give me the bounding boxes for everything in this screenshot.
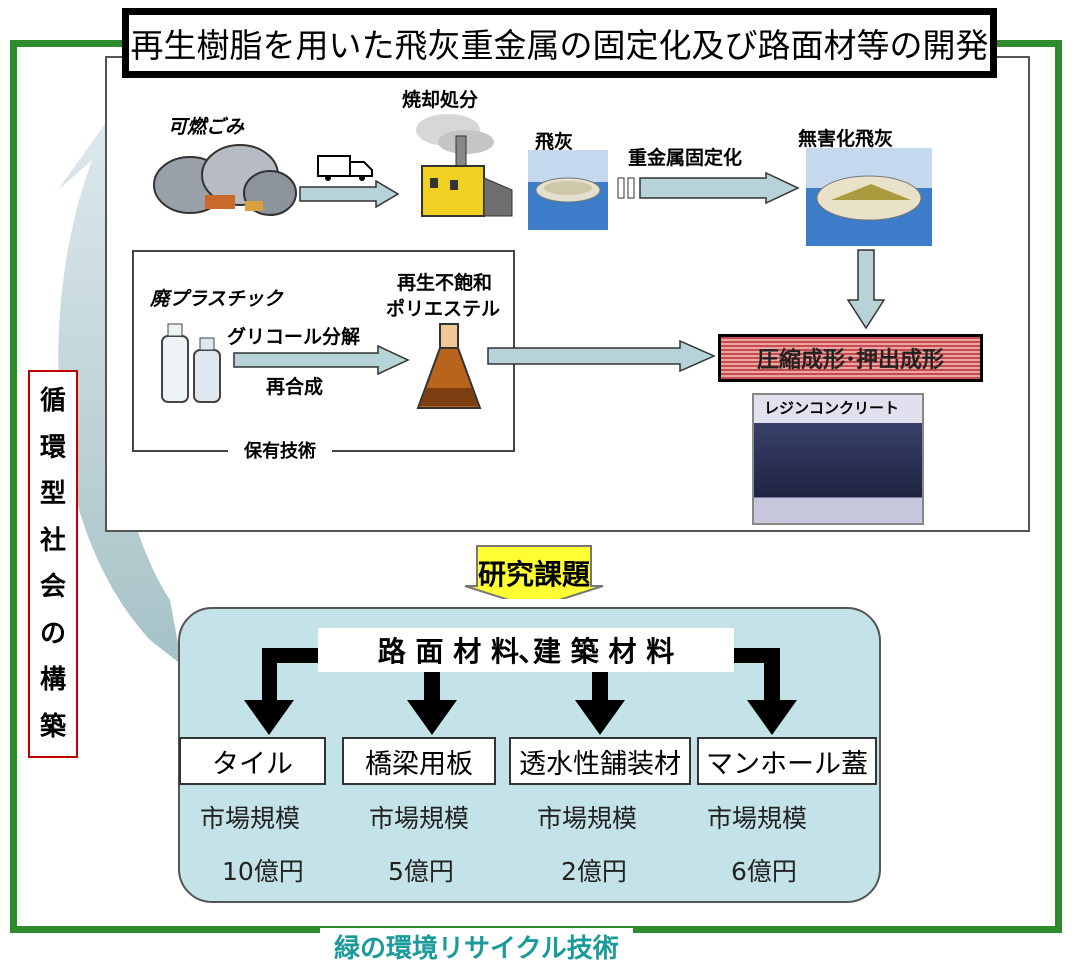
fly-ash-label: 飛灰 xyxy=(535,131,574,153)
research-arrow-icon xyxy=(464,545,604,599)
side-char: 構 xyxy=(39,665,66,696)
incineration-label: 焼却処分 xyxy=(402,89,479,111)
fly-ash-dish-icon xyxy=(528,150,608,230)
resin-concrete-photo xyxy=(752,393,924,525)
detoxified-ash-dish-icon xyxy=(806,148,932,246)
arrow-to-detoxified-icon xyxy=(617,172,800,204)
market-value-paving: 2億円 xyxy=(561,857,627,886)
side-char: の xyxy=(39,618,66,649)
arrow-to-molding-icon xyxy=(487,340,716,372)
arrow-to-polyester-icon xyxy=(233,345,410,375)
fixation-label: 重金属固定化 xyxy=(628,147,743,169)
market-value-bridge: 5億円 xyxy=(388,857,454,886)
market-value-manhole: 6億円 xyxy=(731,857,797,886)
truck-icon xyxy=(317,155,373,181)
molding-box: 圧縮成形･押出成形 xyxy=(718,334,983,382)
market-label-tile: 市場規模 xyxy=(200,804,301,833)
polyester-label-line1: 再生不飽和 xyxy=(397,272,493,294)
side-char: 築 xyxy=(39,711,66,742)
side-char: 環 xyxy=(39,432,66,463)
product-manhole-cover: マンホール蓋 xyxy=(697,737,877,785)
recycling-society-label: 循 環 型 社 会 の 構 築 xyxy=(28,370,78,758)
incinerator-icon xyxy=(416,114,513,217)
market-label-paving: 市場規模 xyxy=(537,804,638,833)
polyester-label-line2: ポリエステル xyxy=(386,298,501,320)
product-tile: タイル xyxy=(179,737,326,785)
research-topic-label: 研究課題 xyxy=(477,558,590,591)
resin-concrete-label: レジンコンクリート xyxy=(764,399,900,417)
owned-technology-label: 保有技術 xyxy=(228,437,332,463)
side-char: 社 xyxy=(39,525,66,556)
arrow-down-to-molding-icon xyxy=(846,249,886,330)
product-permeable-paving: 透水性舗装材 xyxy=(509,737,691,785)
market-label-manhole: 市場規模 xyxy=(707,804,808,833)
detoxified-ash-label: 無害化飛灰 xyxy=(798,128,894,150)
garbage-label: 可燃ごみ xyxy=(168,116,245,138)
flask-icon xyxy=(416,323,482,409)
product-bridge-plate: 橋梁用板 xyxy=(342,737,496,785)
side-char: 循 xyxy=(39,386,66,417)
resynthesis-label: 再合成 xyxy=(266,376,324,398)
waste-plastic-label: 廃プラスチック xyxy=(150,288,283,310)
glycol-label: グリコール分解 xyxy=(227,326,361,348)
side-char: 型 xyxy=(39,479,66,510)
market-label-bridge: 市場規模 xyxy=(369,804,470,833)
garbage-bags-icon xyxy=(153,144,297,216)
page-title: 再生樹脂を用いた飛灰重金属の固定化及び路面材等の開発 xyxy=(122,8,997,78)
side-char: 会 xyxy=(39,572,66,603)
molding-label: 圧縮成形･押出成形 xyxy=(756,348,944,373)
footer-label: 緑の環境リサイクル技術 xyxy=(320,928,633,965)
market-value-tile: 10億円 xyxy=(222,857,304,886)
materials-title: 路 面 材 料､建 築 材 料 xyxy=(318,628,734,672)
plastic-bottles-icon xyxy=(161,323,221,403)
arrow-to-incineration-icon xyxy=(299,180,400,208)
